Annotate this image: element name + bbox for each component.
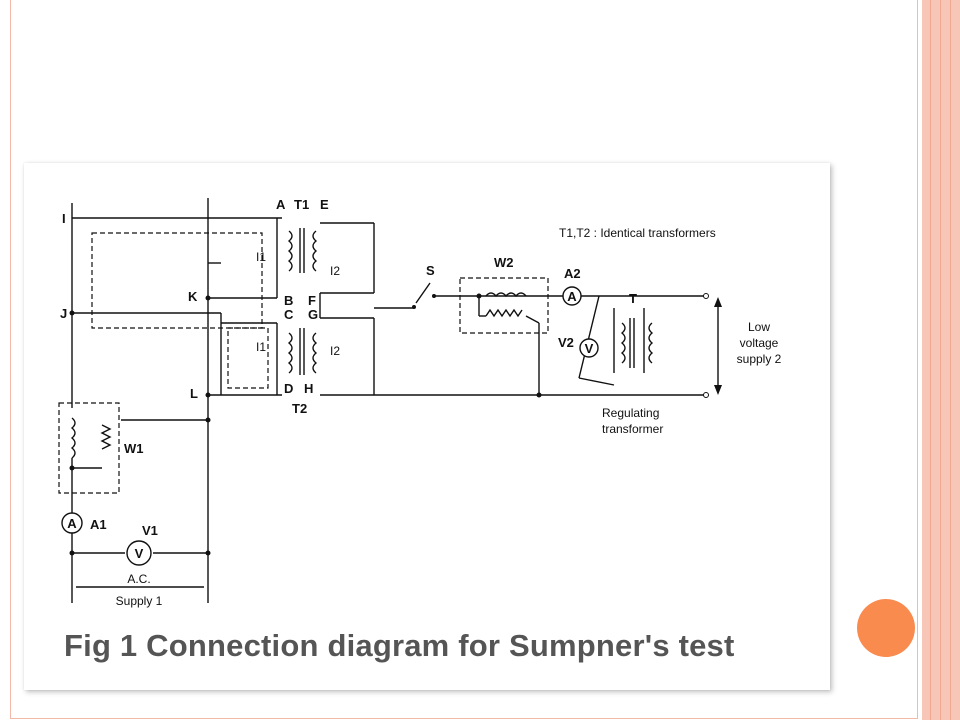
ammeter-a2: A xyxy=(562,286,582,306)
node-label-i: I xyxy=(62,211,66,226)
current-label-i1: I1 xyxy=(256,340,266,354)
node-dot xyxy=(69,310,75,316)
current-label-i2: I2 xyxy=(330,344,340,358)
supply2-terminal xyxy=(703,293,709,299)
supply2-label: Low xyxy=(748,320,770,334)
node-dot xyxy=(205,550,211,556)
wire xyxy=(578,377,615,386)
switch-blade xyxy=(415,282,431,304)
terminal-label-b: B xyxy=(284,293,293,308)
node-dot xyxy=(476,293,482,299)
terminal-label-e: E xyxy=(320,197,329,212)
decoration-line xyxy=(930,0,931,720)
node-dot xyxy=(69,465,75,471)
node-label-l: L xyxy=(190,386,198,401)
ammeter-a2-label: A2 xyxy=(564,266,581,281)
supply2-terminal xyxy=(703,392,709,398)
meter-symbol: V xyxy=(135,546,144,561)
supply2-label: supply 2 xyxy=(737,352,782,366)
accent-dot xyxy=(857,599,915,657)
regulating-transformer-label: Regulating xyxy=(602,406,659,420)
wattmeter-w2-box xyxy=(459,277,549,334)
node-dot xyxy=(69,550,75,556)
voltmeter-v1-label: V1 xyxy=(142,523,158,538)
wattmeter-w1-resistor xyxy=(100,424,112,450)
node-dot xyxy=(205,417,211,423)
decoration-line xyxy=(940,0,941,720)
wattmeter-w1-label: W1 xyxy=(124,441,144,456)
ammeter-a1-label: A1 xyxy=(90,517,107,532)
voltmeter-v2-label: V2 xyxy=(558,335,574,350)
wattmeter-w1-coil xyxy=(70,417,76,459)
wattmeter-w2-label: W2 xyxy=(494,255,514,270)
circuit-diagram: A V A V I J K L A T1 E B F C G D H T2 I1… xyxy=(58,197,782,608)
right-decoration-bar xyxy=(922,0,960,720)
node-label-j: J xyxy=(60,306,67,321)
switch-contact xyxy=(412,305,416,309)
transformer-t2-coils xyxy=(287,328,318,375)
current-label-i2: I2 xyxy=(330,264,340,278)
current-path-dashed xyxy=(227,327,269,389)
node-dot xyxy=(205,392,211,398)
decoration-line xyxy=(950,0,951,720)
transformer-label-t2: T2 xyxy=(292,401,307,416)
voltmeter-v1: V xyxy=(126,540,152,566)
regulating-transformer-t-label: T xyxy=(629,291,637,306)
wire xyxy=(578,295,600,379)
slide-frame xyxy=(10,0,918,719)
transformer-label-t1: T1 xyxy=(294,197,309,212)
terminal-label-h: H xyxy=(304,381,313,396)
node-dot xyxy=(536,392,542,398)
transformer-t1-coils xyxy=(287,228,318,273)
supply1-label: A.C. xyxy=(127,572,150,586)
meter-symbol: A xyxy=(567,289,577,304)
meter-symbol: V xyxy=(585,341,594,356)
ammeter-a1: A xyxy=(61,512,83,534)
terminal-label-c: C xyxy=(284,307,294,322)
terminal-label-f: F xyxy=(308,293,316,308)
figure-card: A V A V I J K L A T1 E B F C G D H T2 I1… xyxy=(24,163,830,690)
supply2-label: voltage xyxy=(740,336,779,350)
arrow-head xyxy=(714,385,722,395)
wattmeter-w1-box xyxy=(58,402,120,494)
identical-transformers-note: T1,T2 : Identical transformers xyxy=(559,226,716,240)
current-label-i1: I1 xyxy=(256,250,266,264)
wattmeter-w2-resistor xyxy=(485,308,523,318)
voltmeter-v2: V xyxy=(579,338,599,358)
figure-caption: Fig 1 Connection diagram for Sumpner's t… xyxy=(64,628,735,663)
meter-symbol: A xyxy=(67,516,77,531)
supply1-label: Supply 1 xyxy=(116,594,163,608)
wire xyxy=(525,315,540,324)
terminal-label-g: G xyxy=(308,307,318,322)
current-path-dashed xyxy=(91,232,263,329)
node-dot xyxy=(205,295,211,301)
regulating-transformer-coils xyxy=(620,318,654,368)
arrow-head xyxy=(714,297,722,307)
wattmeter-w2-coil xyxy=(485,292,527,298)
terminal-label-d: D xyxy=(284,381,293,396)
switch-label: S xyxy=(426,263,435,278)
node-label-k: K xyxy=(188,289,198,304)
terminal-label-a: A xyxy=(276,197,286,212)
regulating-transformer-label: transformer xyxy=(602,422,663,436)
